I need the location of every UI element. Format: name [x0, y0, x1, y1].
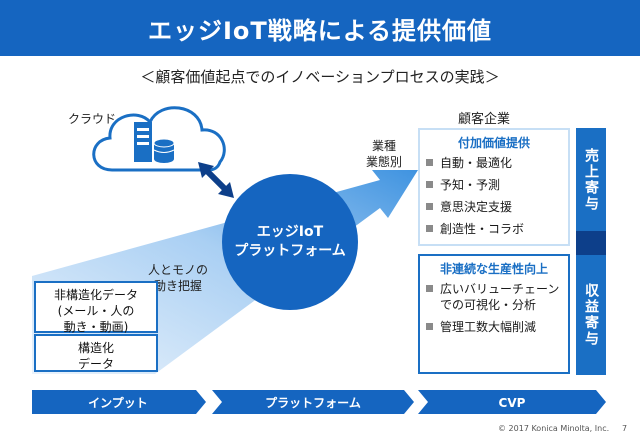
database-icon	[153, 138, 175, 163]
column-divider	[576, 231, 606, 255]
list-item: 意思決定支援	[426, 199, 568, 215]
unstructured-line1: 非構造化データ	[53, 288, 138, 302]
list-item: 自動・最適化	[426, 155, 568, 171]
people-label-line1: 人とモノの	[148, 263, 209, 277]
list-item: 創造性・コラボ	[426, 221, 568, 237]
subtitle: ＜顧客価値起点でのイノベーションプロセスの実践＞	[140, 68, 500, 86]
people-things-label: 人とモノの 動き把握	[148, 262, 208, 294]
platform-circle-line1: エッジIoT	[256, 224, 324, 240]
square-bullet-icon	[426, 225, 433, 232]
cloud-icon	[92, 106, 226, 172]
industry-label-line2: 業態別	[366, 155, 403, 169]
edge-iot-platform-circle: エッジIoT プラットフォーム	[222, 174, 358, 310]
phase-label-input: インプット	[88, 395, 148, 410]
value-add-heading: 付加価値提供	[457, 136, 530, 150]
unstructured-data-box: 非構造化データ (メール・人の 動き・動画)	[34, 281, 158, 334]
list-item: 広いバリューチェーンでの可視化・分析	[426, 281, 560, 313]
customer-label: 顧客企業	[458, 112, 511, 127]
phase-arrow-cvp	[418, 390, 606, 414]
phase-arrow-platform	[212, 390, 414, 414]
bidirectional-arrow-icon	[198, 162, 234, 198]
phase-label-platform: プラットフォーム	[265, 395, 361, 410]
phase-arrow-input	[32, 390, 206, 414]
industry-label-line1: 業種	[372, 139, 397, 153]
unstructured-line3: 動き・動画)	[63, 320, 129, 334]
title-bar: エッジIoT戦略による提供価値	[0, 0, 640, 56]
industry-label: 業種 業態別	[366, 138, 402, 170]
structured-line2: データ	[77, 357, 114, 371]
square-bullet-icon	[426, 285, 433, 292]
structured-line1: 構造化	[77, 341, 114, 355]
square-bullet-icon	[426, 159, 433, 166]
sales-contribution-label: 売上寄与	[576, 128, 606, 231]
server-icon	[134, 122, 152, 162]
value-add-list: 自動・最適化 予知・予測 意思決定支援 創造性・コラボ	[420, 155, 568, 237]
copyright: © 2017 Konica Minolta, Inc.	[498, 424, 610, 433]
profit-contribution-label: 収益寄与	[576, 255, 606, 375]
unstructured-line2: (メール・人の	[57, 304, 135, 318]
square-bullet-icon	[426, 203, 433, 210]
list-item: 予知・予測	[426, 177, 568, 193]
productivity-list: 広いバリューチェーンでの可視化・分析 管理工数大幅削減	[420, 281, 568, 335]
page-title: エッジIoT戦略による提供価値	[147, 16, 493, 45]
platform-circle-line2: プラットフォーム	[234, 243, 346, 259]
page-number: 7	[622, 424, 628, 433]
structured-data-box: 構造化 データ	[34, 334, 158, 372]
productivity-heading: 非連続な生産性向上	[439, 262, 548, 276]
value-add-box: 付加価値提供 自動・最適化 予知・予測 意思決定支援 創造性・コラボ	[418, 128, 570, 246]
cloud-label: クラウド	[68, 112, 117, 126]
phase-label-cvp: CVP	[499, 396, 526, 410]
square-bullet-icon	[426, 181, 433, 188]
people-label-line2: 動き把握	[154, 279, 203, 293]
list-item: 管理工数大幅削減	[426, 319, 568, 335]
productivity-box: 非連続な生産性向上 広いバリューチェーンでの可視化・分析 管理工数大幅削減	[418, 254, 570, 374]
square-bullet-icon	[426, 323, 433, 330]
